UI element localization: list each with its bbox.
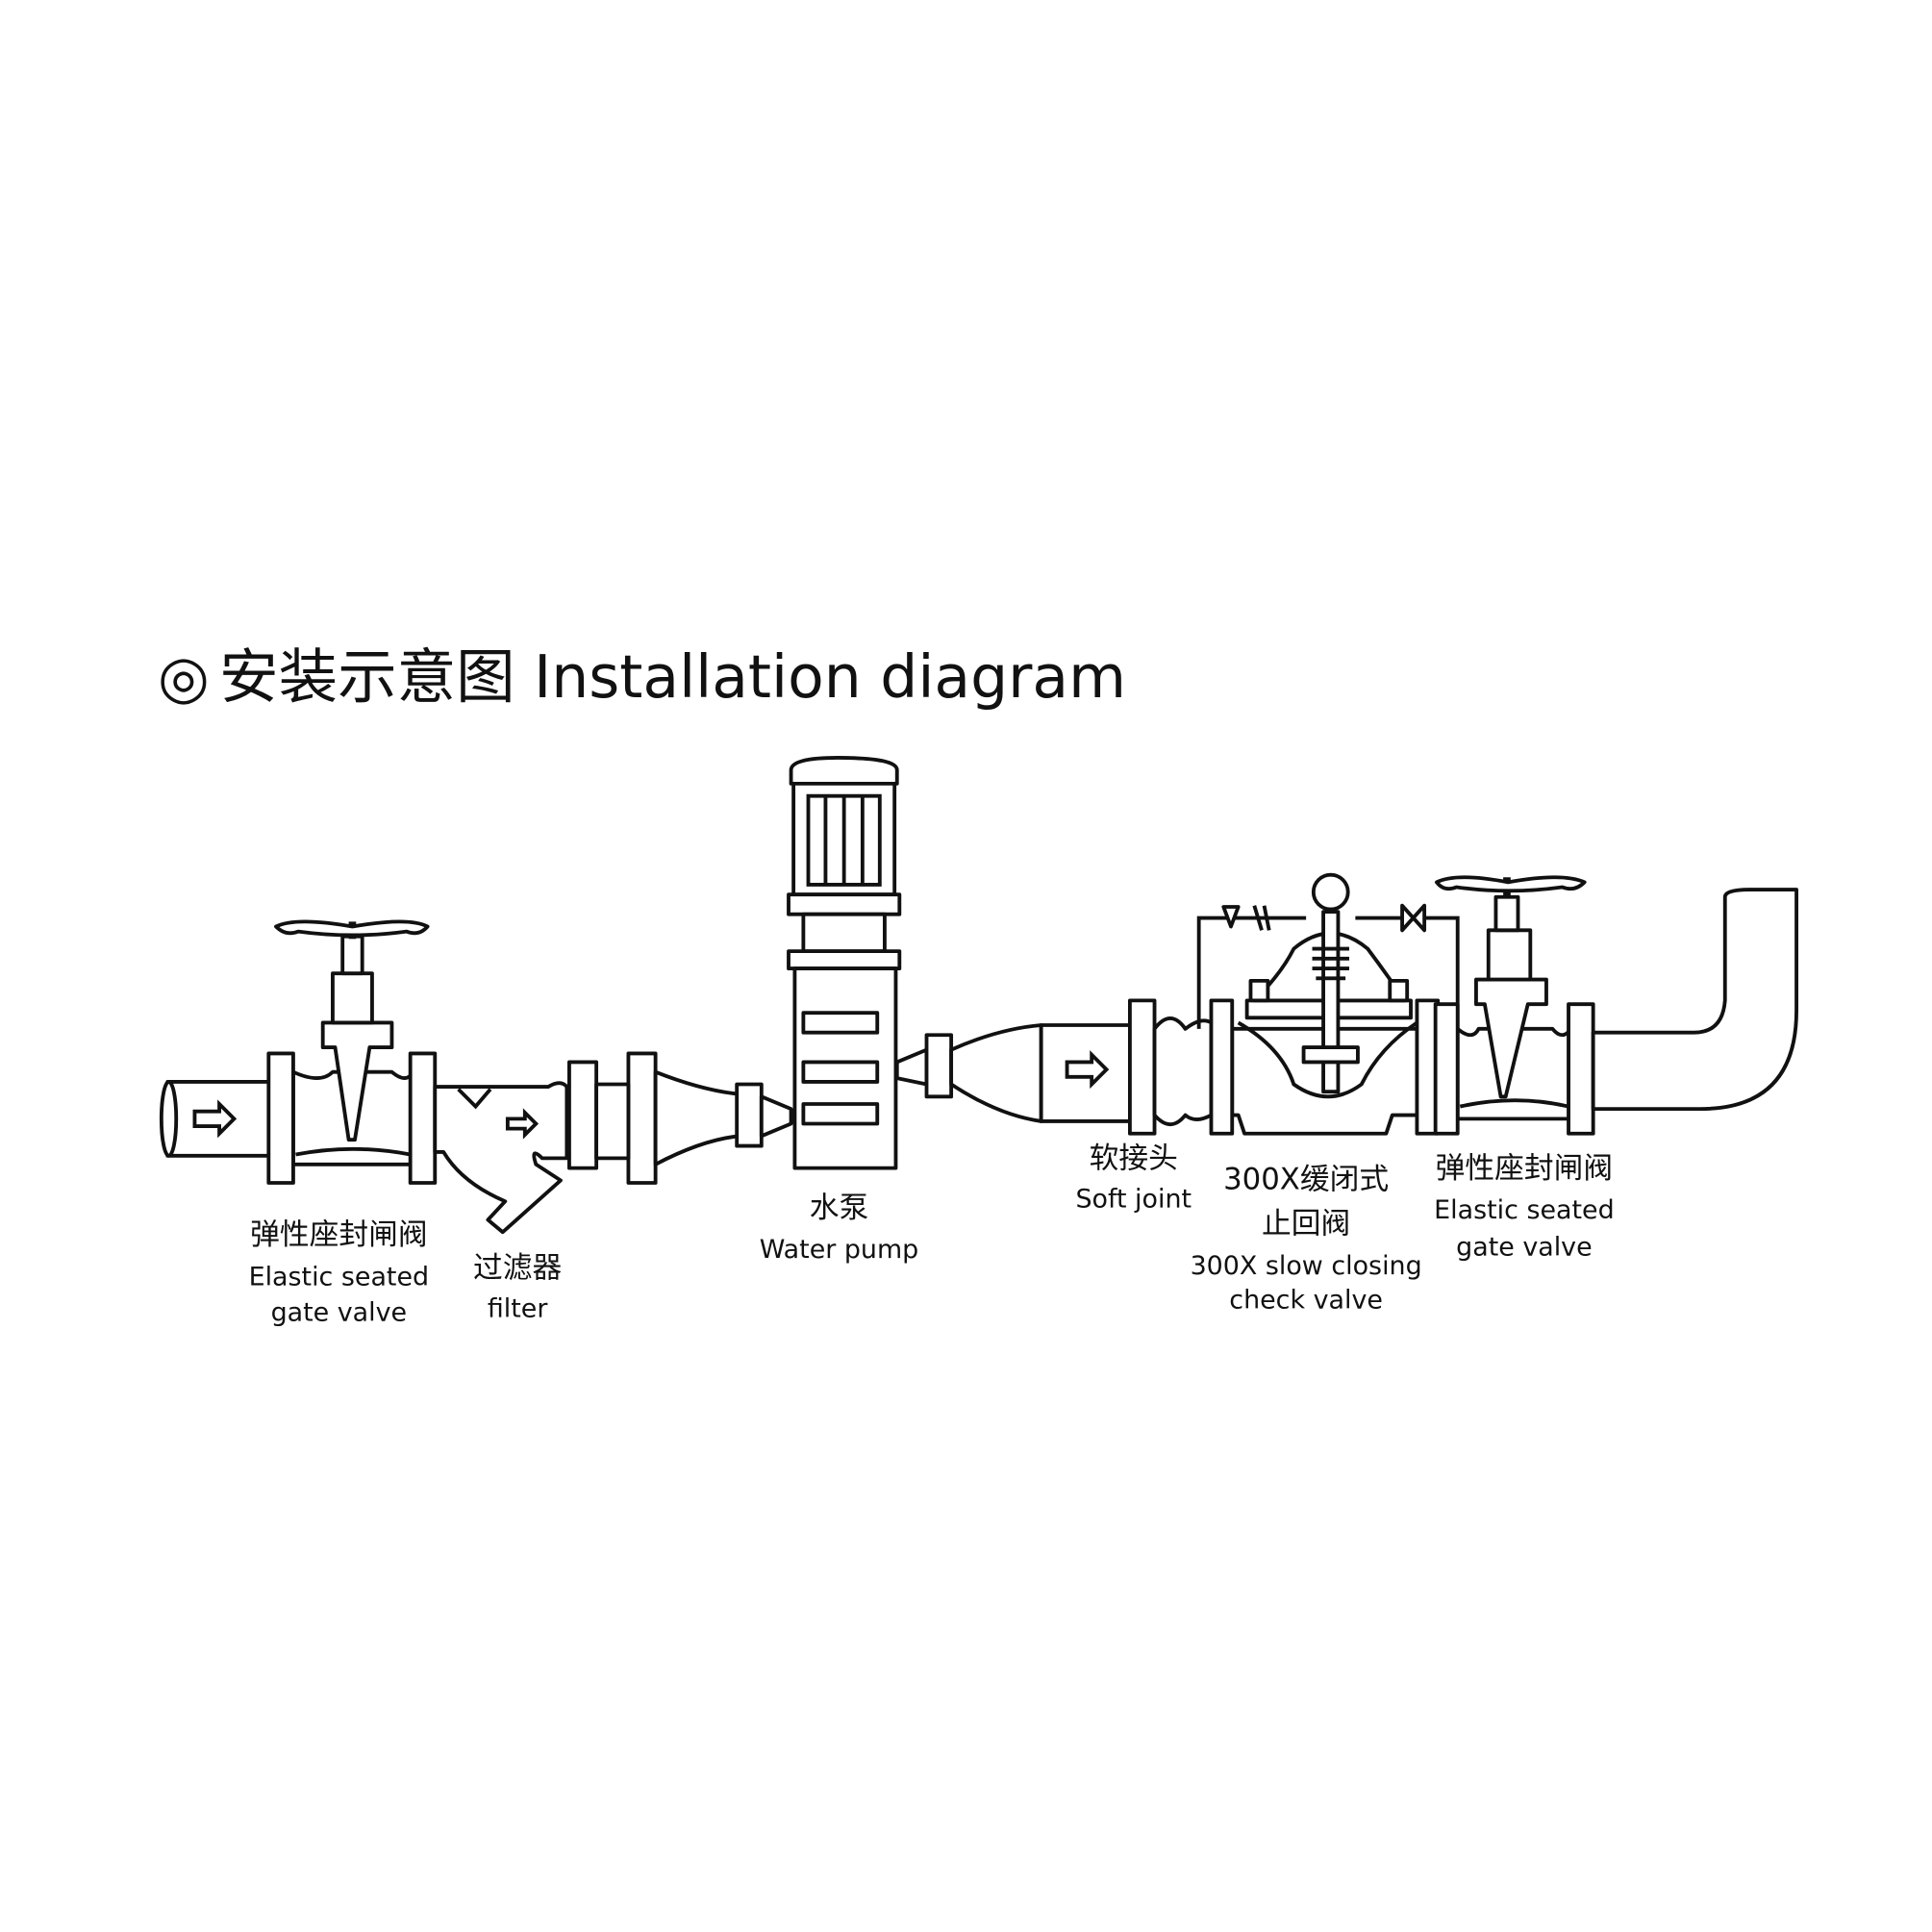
inlet-reducer [653,1069,793,1167]
label-water-pump: 水泵 Water pump [760,1191,918,1265]
outlet-reducer [894,1023,1134,1123]
page-title: ◎ 安装示意图 Installation diagram [158,642,1126,712]
title-symbol: ◎ [158,642,210,712]
flow-arrow-icon [505,1108,539,1140]
svg-text:软接头: 软接头 [1090,1142,1178,1176]
flow-arrow-icon [1065,1050,1110,1090]
svg-text:gate valve: gate valve [271,1298,408,1328]
svg-text:止回阀: 止回阀 [1262,1207,1350,1242]
title-text: 安装示意图 Installation diagram [219,642,1126,712]
svg-text:Water pump: Water pump [760,1235,918,1265]
needle-valve-icon [1400,903,1427,933]
svg-text:Elastic seated: Elastic seated [1434,1195,1614,1225]
svg-text:Soft joint: Soft joint [1075,1185,1192,1215]
svg-text:gate valve: gate valve [1456,1233,1593,1263]
label-check-valve: 300X缓闭式 止回阀 300X slow closing check valv… [1191,1162,1422,1315]
svg-text:300X slow closing: 300X slow closing [1191,1251,1422,1281]
valve-symbol-icon [1221,905,1241,929]
gate-valve-left [266,919,438,1185]
label-filter: 过滤器 filter [473,1251,562,1324]
label-gate-valve-left: 弹性座封闸阀 Elastic seated gate valve [249,1217,430,1327]
label-soft-joint: 软接头 Soft joint [1075,1142,1192,1215]
inlet-pipe [159,1080,278,1158]
svg-text:300X缓闭式: 300X缓闭式 [1223,1162,1389,1196]
gate-valve-right [1433,875,1595,1136]
y-strainer-filter [433,1051,658,1235]
svg-text:filter: filter [488,1294,548,1324]
svg-text:check valve: check valve [1229,1286,1383,1316]
label-gate-valve-right: 弹性座封闸阀 Elastic seated gate valve [1434,1151,1614,1263]
svg-text:过滤器: 过滤器 [473,1251,562,1286]
svg-text:水泵: 水泵 [810,1191,869,1225]
flow-arrow-icon [192,1099,238,1139]
outlet-elbow-pipe [1591,888,1798,1112]
slow-closing-check-valve [1196,872,1460,1136]
water-pump [787,756,902,1170]
svg-text:弹性座封闸阀: 弹性座封闸阀 [250,1217,428,1252]
svg-text:Elastic seated: Elastic seated [249,1262,430,1292]
svg-text:弹性座封闸阀: 弹性座封闸阀 [1436,1151,1614,1186]
